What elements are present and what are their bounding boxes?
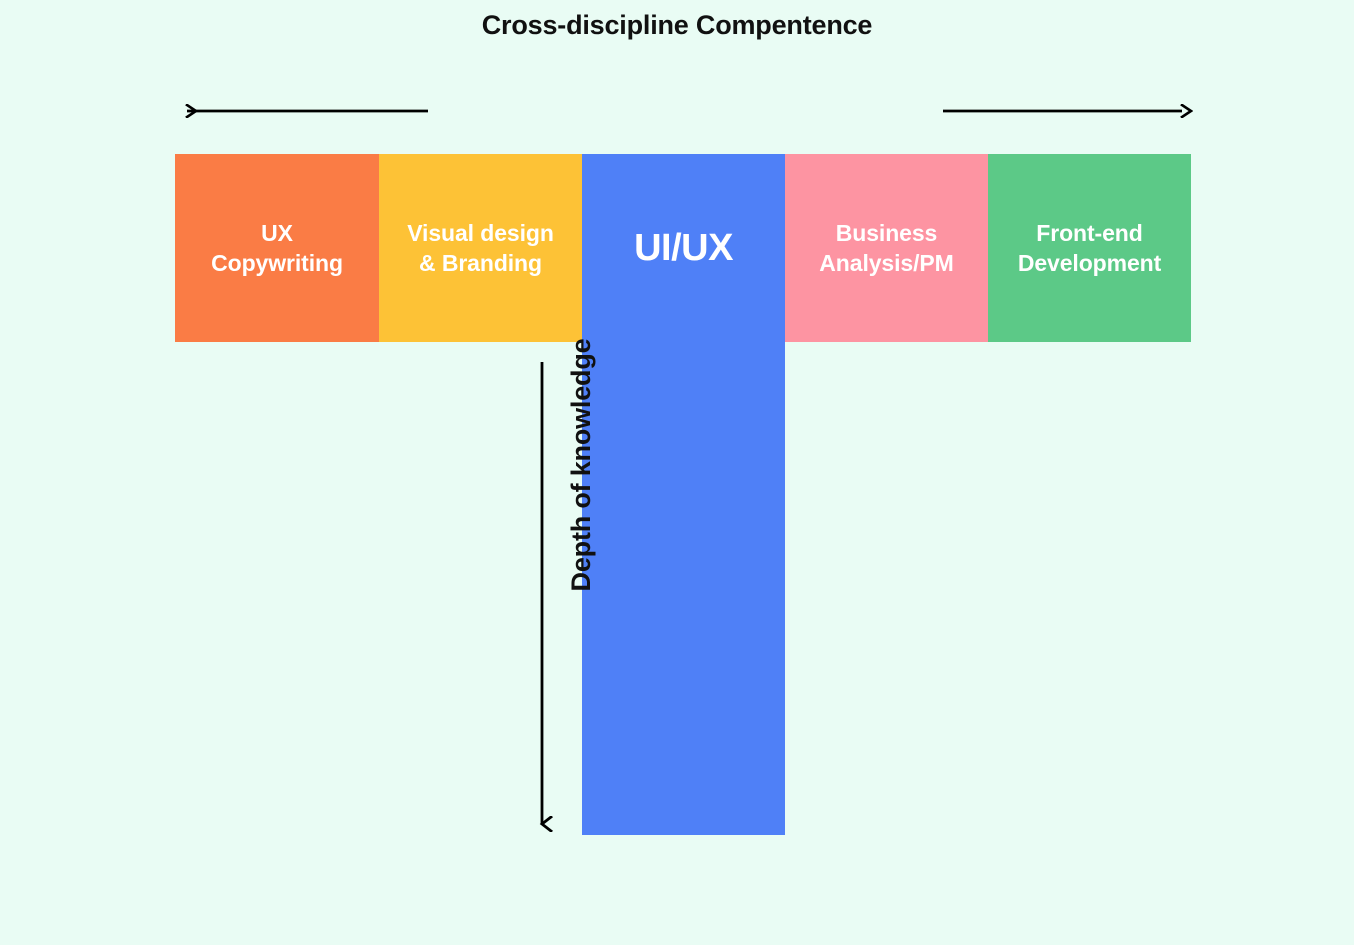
discipline-block-business-analysis-pm[interactable]: Business Analysis/PM: [785, 154, 988, 342]
discipline-block-visual-design-branding-label: Visual design & Branding: [407, 218, 554, 279]
discipline-block-visual-design-branding[interactable]: Visual design & Branding: [379, 154, 582, 342]
discipline-block-business-analysis-pm-label: Business Analysis/PM: [819, 218, 954, 279]
label-line-1: Visual design: [407, 219, 554, 246]
discipline-block-ux-copywriting[interactable]: UX Copywriting: [175, 154, 379, 342]
label-line-2: & Branding: [419, 250, 542, 276]
discipline-block-front-end-development[interactable]: Front-end Development: [988, 154, 1191, 342]
center-column-ui-ux[interactable]: UI/UX: [582, 154, 785, 835]
cross-discipline-axis-label: Cross-discipline Compentence: [481, 10, 873, 40]
label-line-2: Development: [1017, 250, 1162, 276]
label-line-1: Front-end: [1036, 219, 1143, 246]
label-line-2: Copywriting: [211, 250, 343, 276]
label-line-1: UX: [261, 219, 293, 246]
discipline-block-ux-copywriting-label: UX Copywriting: [211, 218, 343, 279]
label-line-2: Analysis/PM: [819, 250, 954, 276]
label-line-1: Business: [835, 219, 938, 246]
discipline-blocks-row: UX Copywriting Visual design & Branding …: [175, 154, 1191, 342]
depth-of-knowledge-axis-label: Depth of knowledge: [566, 338, 596, 592]
depth-of-knowledge-axis: [518, 358, 566, 842]
cross-discipline-axis: [170, 86, 1198, 136]
discipline-block-front-end-development-label: Front-end Development: [1018, 218, 1161, 279]
center-column-label: UI/UX: [634, 226, 733, 269]
